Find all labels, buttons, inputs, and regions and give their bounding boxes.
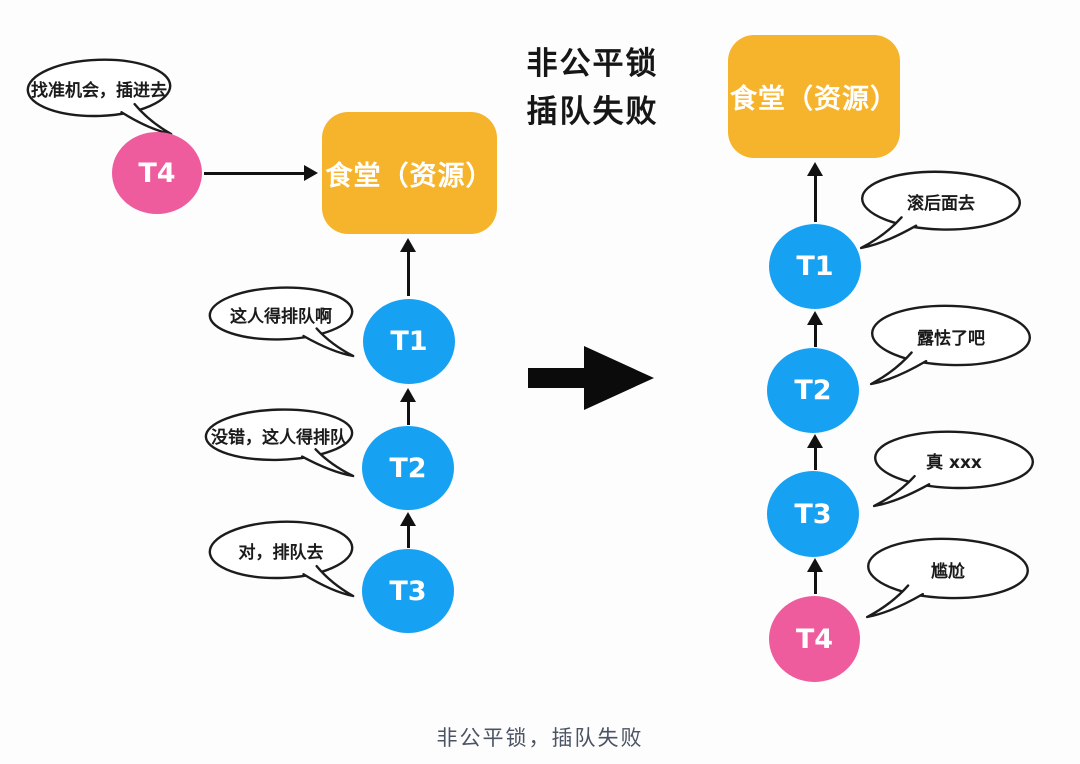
speech-bubble-text: 真 xxx [926,452,982,473]
speech-bubble-outline [868,304,1034,384]
speech-bubble-outline [206,520,356,596]
thread-label: T2 [794,375,832,406]
speech-bubble-outline [206,286,356,356]
speech-bubble-t1-right: 滚后面去 [858,170,1024,248]
speech-bubble-outline [871,430,1037,506]
speech-bubble-t4-right: 尴尬 [864,537,1032,617]
thread-label: T3 [389,575,427,607]
arrow-t2-to-t1-left [400,388,416,425]
speech-bubble-t1-left: 这人得排队啊 [206,286,356,356]
resource-label: 食堂（资源） [730,84,898,115]
diagram-title-line2: 插队失败 [526,94,659,130]
speech-bubble-t3-left: 对，排队去 [206,520,356,596]
speech-bubble-outline [864,537,1032,617]
thread-node-t3-left: T3 [362,549,454,633]
diagram-title-line1: 非公平锁 [526,46,659,82]
arrow-t4-to-t3-right [807,558,823,594]
speech-bubble-outline [858,170,1024,248]
transition-arrow-icon [528,344,656,412]
thread-node-t2-right: T2 [767,348,859,433]
speech-bubble-text: 没错，这人得排队 [211,427,347,448]
thread-node-t4-left: T4 [112,132,202,214]
speech-bubble-t4-left: 找准机会，插进去 [24,58,174,134]
caption: 非公平锁，插队失败 [436,726,644,750]
speech-bubble-t2-left: 没错，这人得排队 [202,408,356,476]
thread-label: T3 [794,498,832,530]
arrow-t4-to-resource [204,165,318,181]
arrow-t3-to-t2-left [400,512,416,548]
speech-bubble-text: 尴尬 [931,561,965,582]
thread-node-t3-right: T3 [767,471,859,557]
arrow-t2-to-t1-right [807,311,823,347]
thread-label: T4 [795,623,834,655]
resource-box-left: 食堂（资源） [322,112,497,234]
speech-bubble-text: 找准机会，插进去 [31,80,167,101]
arrow-t3-to-t2-right [807,434,823,470]
thread-label: T1 [796,251,834,282]
thread-node-t4-right: T4 [769,596,860,682]
thread-label: T1 [390,326,428,357]
speech-bubble-text: 对，排队去 [238,542,324,563]
speech-bubble-text: 露怯了吧 [917,328,985,349]
thread-label: T4 [138,157,176,189]
thread-node-t2-left: T2 [362,426,454,510]
arrow-t1-to-resource-right [807,162,823,222]
thread-node-t1-left: T1 [363,299,455,384]
arrow-t1-to-resource-left [400,238,416,296]
diagram-title: 非公平锁 插队失败 [500,40,685,136]
speech-bubble-outline [202,408,356,476]
thread-node-t1-right: T1 [769,224,861,309]
speech-bubble-text: 这人得排队啊 [230,306,332,327]
speech-bubble-text: 滚后面去 [907,193,975,214]
thread-label: T2 [389,452,427,484]
speech-bubble-t2-right: 露怯了吧 [868,304,1034,384]
speech-bubble-t3-right: 真 xxx [871,430,1037,506]
resource-label: 食堂（资源） [325,160,494,192]
resource-box-right: 食堂（资源） [728,35,900,158]
